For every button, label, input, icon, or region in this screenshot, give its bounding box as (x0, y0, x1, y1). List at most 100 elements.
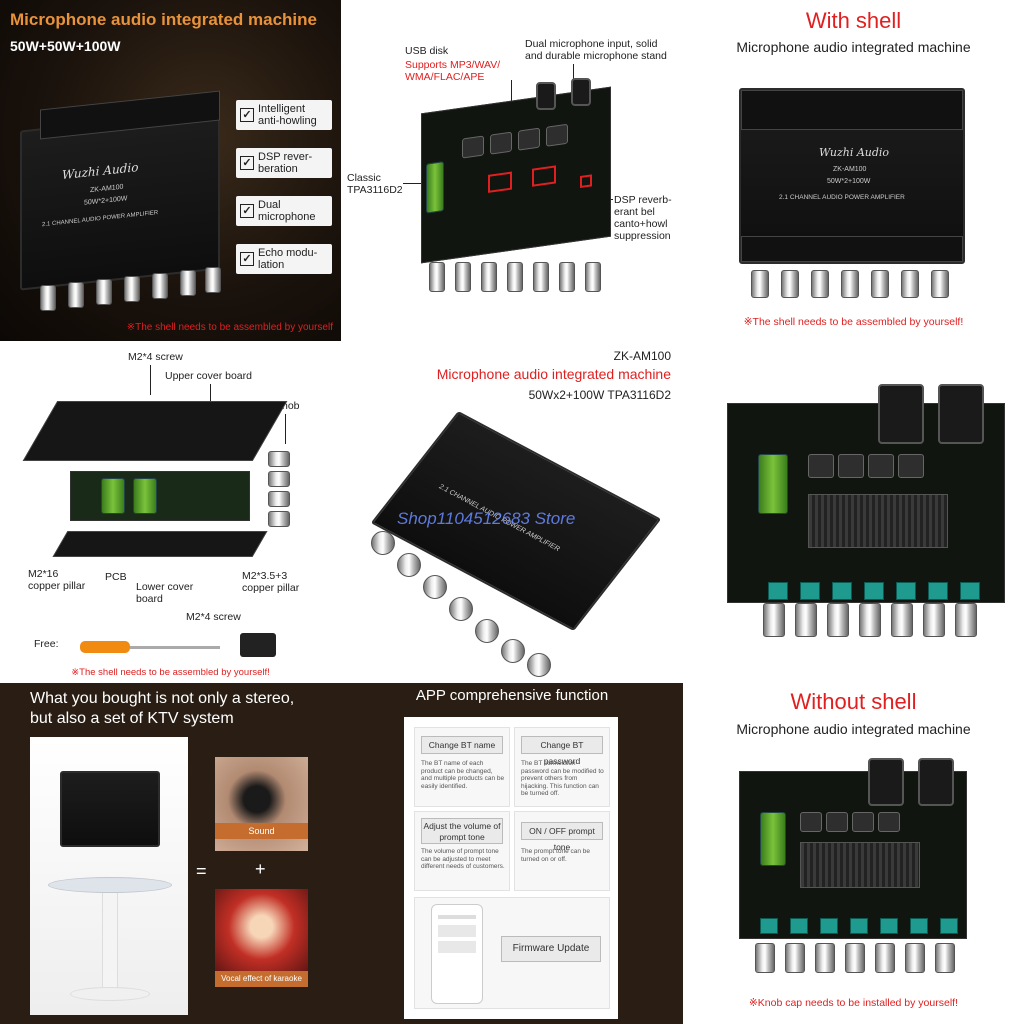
knob (795, 603, 817, 637)
pcb-board (727, 384, 1005, 603)
knob (955, 603, 977, 637)
sound-label: Sound (215, 823, 308, 839)
potentiometer (928, 582, 948, 600)
prompt-tone-toggle-button[interactable]: ON / OFF prompt tone (521, 822, 603, 852)
app-panel: Change BT name The BT name of each produ… (404, 717, 618, 1019)
knob (455, 262, 471, 292)
knob (585, 262, 601, 292)
label-m2-4-screw-bottom: M2*4 screw (186, 611, 241, 623)
lower-cover-board (52, 531, 268, 557)
label-free: Free: (34, 638, 59, 650)
board-line: 2.1 CHANNEL AUDIO POWER AMPLIFIER (779, 194, 905, 201)
knob (268, 491, 290, 507)
plus-sign: + (255, 859, 266, 879)
knob (871, 270, 889, 298)
tile5-model: ZK-AM100 (613, 349, 671, 363)
tile3-title: With shell (805, 8, 902, 33)
knob (527, 653, 551, 677)
tile3-note: ※The shell needs to be assembled by your… (743, 316, 964, 328)
equals-sign: = (196, 861, 207, 881)
feature-label: Intelligent anti-howling (258, 103, 317, 127)
tile-ktv-system: What you bought is not only a stereo, bu… (0, 683, 341, 1024)
knob (429, 262, 445, 292)
label-m2-4-screw-top: M2*4 screw (128, 351, 183, 363)
store-watermark: Shop1104512683 Store (397, 509, 576, 528)
callout-line (403, 183, 423, 184)
adjust-prompt-volume-button[interactable]: Adjust the volume of prompt tone (421, 818, 503, 844)
knob (875, 943, 895, 973)
knob (755, 943, 775, 973)
mic-jack (868, 758, 904, 806)
knob (268, 471, 290, 487)
inductor (808, 454, 834, 478)
potentiometer (960, 582, 980, 600)
tile9-title: Without shell (790, 689, 917, 714)
potentiometer (896, 582, 916, 600)
inductor (518, 127, 540, 151)
potentiometer (880, 918, 898, 934)
highlight-box (532, 165, 556, 187)
tile7-headline: What you bought is not only a stereo, bu… (30, 690, 295, 727)
feature-label: Echo modu- lation (258, 247, 318, 271)
label-pcb: PCB (105, 571, 127, 583)
potentiometer (940, 918, 958, 934)
label-lower-cover: Lower cover board (136, 581, 194, 605)
phone-ui-bar (438, 915, 476, 919)
board-line: 2.1 CHANNEL AUDIO POWER AMPLIFIER (42, 209, 159, 229)
knob (449, 597, 473, 621)
amplifier-body: Wuzhi Audio ZK-AM100 50W*2+100W 2.1 CHAN… (739, 88, 965, 264)
potentiometer (790, 918, 808, 934)
change-bt-name-button[interactable]: Change BT name (421, 736, 503, 754)
chip-label: Classic TPA3116D2 (347, 172, 403, 196)
potentiometer (832, 582, 852, 600)
tile-board-callouts: USB disk Supports MP3/WAV/ WMA/FLAC/APE … (341, 0, 683, 341)
pcb-board (421, 86, 611, 264)
table-base (70, 987, 150, 1001)
card-description: The BT name of each product can be chang… (421, 760, 505, 790)
knob (397, 553, 421, 577)
inductor (800, 812, 822, 832)
usb-label: USB disk (405, 45, 449, 57)
knob (859, 603, 881, 637)
board-spec: 50W*2+100W (827, 178, 871, 185)
knob (901, 270, 919, 298)
knob (533, 262, 549, 292)
inductor (490, 131, 512, 155)
tile9-note: ※Knob cap needs to be installed by yours… (748, 997, 958, 1009)
firmware-update-button[interactable]: Firmware Update (501, 936, 601, 962)
karaoke-label: Vocal effect of karaoke (215, 971, 308, 987)
brand-logo: Wuzhi Audio (62, 160, 139, 183)
tile5-title: Microphone audio integrated machine (436, 366, 671, 382)
inductor (852, 812, 874, 832)
highlight-box (488, 171, 512, 193)
tile-board-photo (683, 341, 1024, 683)
tile-feature-overview: Microphone audio integrated machine 50W+… (0, 0, 341, 341)
tile1-power: 50W+50W+100W (10, 38, 121, 54)
knob (180, 270, 196, 296)
upper-cover-board (22, 401, 288, 461)
tile5-spec: 50Wx2+100W TPA3116D2 (528, 388, 671, 402)
tile9-subtitle: Microphone audio integrated machine (736, 721, 971, 737)
knob (475, 619, 499, 643)
potentiometer (820, 918, 838, 934)
knob (501, 639, 525, 663)
change-bt-password-button[interactable]: Change BT password (521, 736, 603, 766)
tile-product-angle: ZK-AM100 Microphone audio integrated mac… (341, 341, 683, 683)
potentiometer (850, 918, 868, 934)
knob (785, 943, 805, 973)
knob (763, 603, 785, 637)
connector-strip (741, 90, 963, 130)
feature-label: DSP rever- beration (258, 151, 313, 175)
potentiometer (768, 582, 788, 600)
spare-part-icon (240, 633, 276, 657)
product-on-table-photo (30, 737, 188, 1015)
knob (827, 603, 849, 637)
knob (507, 262, 523, 292)
amplifier-body (60, 771, 160, 847)
phone-mockup (431, 904, 483, 1004)
knob (781, 270, 799, 298)
potentiometer (760, 918, 778, 934)
card-description: The BT connection password can be modifi… (521, 760, 604, 797)
tile1-note: ※The shell needs to be assembled by your… (126, 322, 333, 333)
app-card-prompt-onoff: ON / OFF prompt tone The prompt tone can… (514, 811, 610, 891)
